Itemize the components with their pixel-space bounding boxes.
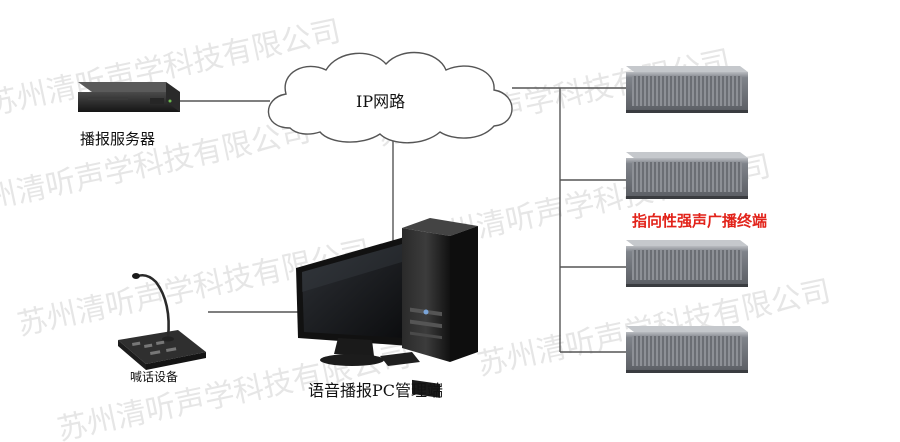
pc-manager-label: 语音播报PC管理端 bbox=[308, 381, 444, 400]
pc-tower-icon bbox=[380, 218, 478, 398]
speaker-terminal-3 bbox=[626, 240, 748, 287]
connection-lines bbox=[180, 87, 626, 353]
cloud-icon bbox=[267, 51, 513, 144]
pc-monitor-icon bbox=[296, 236, 410, 366]
speaker-terminal-2 bbox=[626, 152, 748, 199]
watermark-text: 苏州清听声学科技有限公司 bbox=[0, 114, 314, 223]
server-label: 播报服务器 bbox=[80, 130, 156, 148]
server-icon bbox=[78, 82, 180, 112]
speaker-terminal-4 bbox=[626, 326, 748, 373]
microphone-label: 喊话设备 bbox=[130, 370, 179, 384]
ip-network-label: IP网路 bbox=[356, 92, 406, 111]
terminal-label: 指向性强声广播终端 bbox=[632, 212, 768, 230]
microphone-station-icon bbox=[118, 273, 206, 370]
speaker-terminal-1 bbox=[626, 66, 748, 113]
